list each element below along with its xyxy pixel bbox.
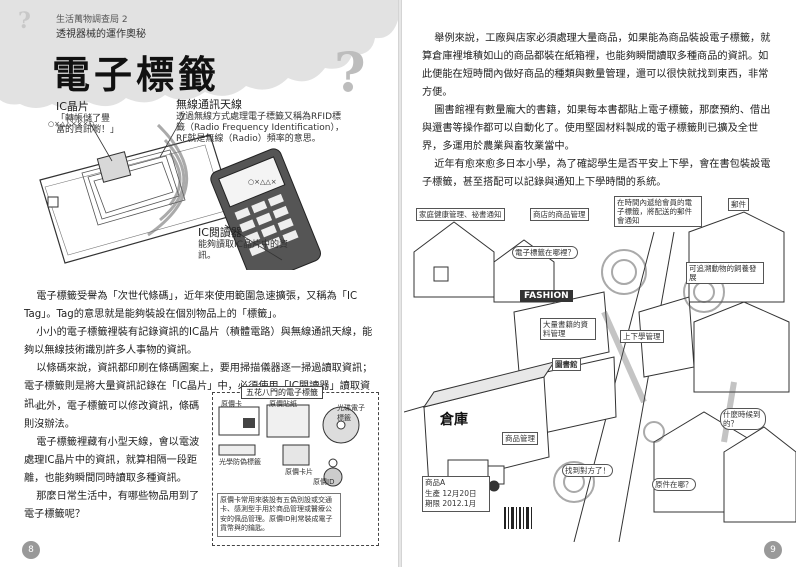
question-mark-icon: ? <box>18 8 31 34</box>
speech-bubble: 什麼時候到的？ <box>720 408 766 430</box>
right-page: 舉例來說，工廠與店家必須處理大量商品，如果能為商品裝設電子標籤，就算倉庫裡堆積如… <box>402 0 799 567</box>
city-label: 郵件 <box>728 198 749 211</box>
antenna-annotation: 無線通訊天線 透過無線方式處理電子標籤又稱為RFID標籤（Radio Frequ… <box>176 98 346 146</box>
city-label: 商店的商品管理 <box>530 208 589 221</box>
chapter-title: 透視器械的運作奧秘 <box>56 29 146 40</box>
tag-item-label: 光學防偽標籤 <box>219 458 261 466</box>
ic-chip-desc: 「轉帳儲了豐富的資訊喲！」 <box>56 113 120 135</box>
product-label: 商品A 生產 12月20日 期限 2012.1月 <box>422 476 490 512</box>
speech-bubble: 電子標籤在哪裡？ <box>512 246 578 259</box>
reader-annotation: IC閱讀器 能夠讀取IC晶片中的資訊。 <box>198 226 298 262</box>
library-sign: 圖書館 <box>552 358 581 371</box>
page-number: 8 <box>22 541 40 559</box>
city-label: 上下學管理 <box>620 330 664 343</box>
page-number: 9 <box>764 541 782 559</box>
city-label: 大量書籍的資料管理 <box>540 318 596 340</box>
city-label: 商品管理 <box>502 432 538 445</box>
paragraph: 小小的電子標籤裡裝有記錄資訊的IC晶片（積體電路）與無線通訊天線，能夠以無線技術… <box>24 327 373 356</box>
antenna-desc: 透過無線方式處理電子標籤又稱為RFID標籤（Radio Frequency Id… <box>176 111 345 145</box>
paragraph: 舉例來說，工廠與店家必須處理大量商品，如果能為商品裝設電子標籤，就算倉庫裡堆積如… <box>422 33 771 98</box>
city-label: 家庭健康管理、祕書通知 <box>416 208 505 221</box>
series-title: 生活萬物調查局 2 <box>56 15 128 25</box>
tag-item-label: 原價貼紙 <box>269 400 297 408</box>
ic-reader-device <box>210 148 321 270</box>
tag-item-label: 光碟電子標籤 <box>337 404 365 422</box>
header-cloud <box>0 0 398 109</box>
product-expire: 期限 2012.1月 <box>425 499 477 508</box>
paragraph: 此外，電子標籤可以修改資訊，條碼則沒辦法。 <box>24 401 200 430</box>
barcode <box>504 507 532 529</box>
tag-item-label: 原價ID <box>313 478 335 486</box>
reader-screen-text: ○×△△× <box>248 178 277 186</box>
left-body-bottom: 此外，電子標籤可以修改資訊，條碼則沒辦法。 電子標籤裡藏有小型天線，會以電波處理… <box>24 398 204 524</box>
city-illustration <box>404 211 796 542</box>
paragraph: 近年有愈來愈多日本小學，為了確認學生是否平安上下學，會在書包裝設電子標籤，甚至搭… <box>422 159 771 188</box>
ic-chip-annotation: IC晶片 「轉帳儲了豐富的資訊喲！」 <box>56 100 120 136</box>
tag-item-label: 原價卡片 <box>285 468 313 476</box>
product-date: 生產 12月20日 <box>425 488 477 498</box>
page-title: 電子標籤 <box>52 53 221 97</box>
reader-label: IC閱讀器 <box>198 226 242 239</box>
reader-desc: 能夠讀取IC晶片中的資訊。 <box>198 239 288 261</box>
left-body-top: 電子標籤受譽為「次世代條碼」，近年來使用範圍急速擴張，又稱為「IC Tag」。T… <box>24 288 374 414</box>
tag-variety-panel: 五花八門的電子標籤 原價卡 原價貼紙 光碟電子標籤 光學防偽標籤 原價卡片 原價… <box>212 386 379 546</box>
tag-items-illustration <box>218 404 360 487</box>
tag-item-label: 原價卡 <box>221 400 242 408</box>
rfid-illustration <box>39 112 321 270</box>
warehouse-sign: 倉庫 <box>436 408 472 430</box>
page-gutter <box>398 0 402 567</box>
city-label: 可追溯動物的飼養發展 <box>686 262 764 284</box>
paragraph: 以條碼來說，資訊都印刷在條碼圖案上，要用掃描儀器逐一掃過讀取資訊；電子標籤則是將… <box>24 363 373 410</box>
product-name: 商品A <box>425 478 446 487</box>
speech-bubble: 找到對方了！ <box>562 464 613 477</box>
question-mark-icon: ? <box>334 40 366 104</box>
paragraph: 那麼日常生活中，有哪些物品用到了電子標籤呢？ <box>24 491 200 520</box>
antenna-label: 無線通訊天線 <box>176 98 242 111</box>
city-label: 在時間內遞給會員的電子標籤，將配送的郵件會通知 <box>614 196 702 227</box>
ic-chip-label: IC晶片 <box>56 100 89 113</box>
paragraph: 電子標籤裡藏有小型天線，會以電波處理IC晶片中的資訊，就算相隔一段距離，也能夠瞬… <box>24 437 200 484</box>
fashion-sign: FASHION <box>520 290 573 302</box>
paragraph: 電子標籤受譽為「次世代條碼」，近年來使用範圍急速擴張，又稱為「IC Tag」。T… <box>24 291 358 320</box>
right-body: 舉例來說，工廠與店家必須處理大量商品，如果能為商品裝設電子標籤，就算倉庫裡堆積如… <box>422 30 778 192</box>
panel-caption: 原價卡常用來裝設有五偽別設或交通卡、感測型手用於商品管理或醫療公安的佩品管理。原… <box>217 493 341 537</box>
speech-bubble: 原件在哪？ <box>652 478 696 491</box>
radio-waves <box>147 123 189 237</box>
left-page: ? ? 生活萬物調查局 2 透視器械的運作奧秘 電子標籤 <box>0 0 398 567</box>
paragraph: 圖書館裡有數量龐大的書籍，如果每本書都貼上電子標籤，那麼預約、借出與還書等操作都… <box>422 105 771 152</box>
tag-code-text: ○×△△×××○… <box>48 120 102 128</box>
panel-title: 五花八門的電子標籤 <box>241 386 323 399</box>
